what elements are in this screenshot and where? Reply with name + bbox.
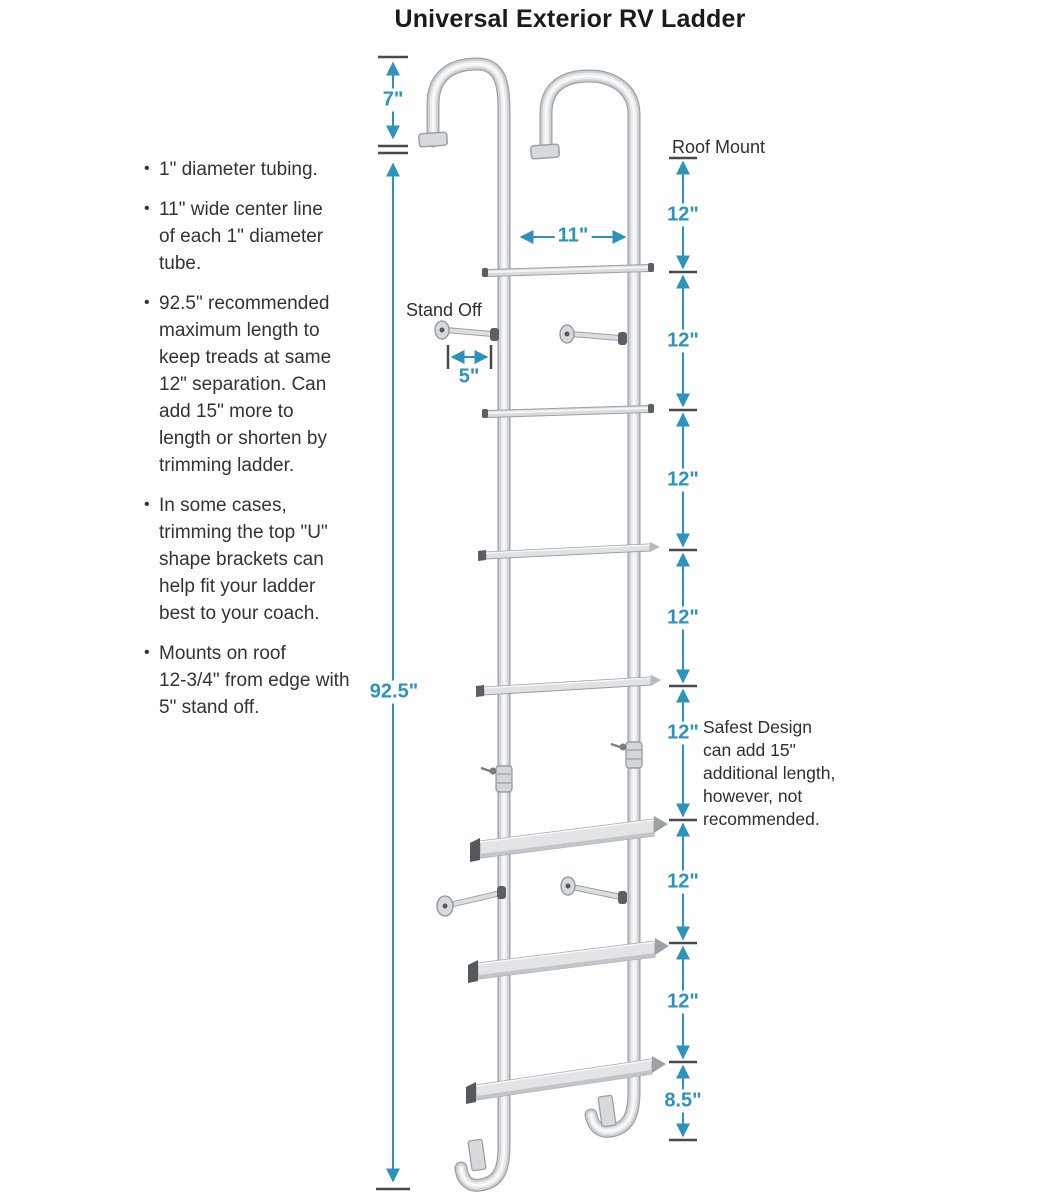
dim-standoff: 5" — [455, 365, 483, 389]
bullet-dot: • — [144, 160, 150, 177]
spec-text-3: 92.5" recommended maximum length to keep… — [159, 293, 332, 476]
hook-mount-pads — [418, 131, 561, 160]
rung-1 — [482, 263, 654, 277]
standoff-upper-mid — [559, 324, 627, 345]
dim-segment-4: 12" — [664, 606, 702, 630]
dim-segment-3: 12" — [664, 468, 702, 492]
left-rail — [426, 57, 511, 1192]
spec-text-1: 1" diameter tubing. — [159, 159, 318, 180]
page-title: Universal Exterior RV Ladder — [394, 5, 746, 33]
dim-rail-width: 11" — [554, 224, 592, 248]
dim-segment-7: 12" — [664, 990, 702, 1014]
spec-bullet-3: • 92.5" recommended maximum length to kee… — [142, 290, 354, 479]
right-rail — [539, 69, 641, 1138]
dimension-ticks — [376, 55, 697, 1191]
spec-bullet-5: • Mounts on roof 12-3/4" from edge with 5… — [142, 640, 354, 721]
stand-off-label: Stand Off — [406, 300, 482, 320]
dim-hook-drop: 7" — [379, 88, 407, 112]
dim-segment-1: 12" — [664, 203, 702, 227]
spec-bullet-2: • 11" wide center line of each 1" diamete… — [142, 196, 354, 277]
bullet-dot: • — [144, 644, 150, 661]
splice-couplers — [480, 741, 643, 793]
standoff-upper-left — [434, 320, 499, 341]
dim-segment-5: 12" — [664, 721, 702, 745]
bullet-dot: • — [144, 294, 150, 311]
tread-7 — [466, 1056, 666, 1104]
tread-6 — [468, 938, 669, 983]
standoff-lower-left — [436, 886, 506, 917]
dim-segment-6: 12" — [664, 870, 702, 894]
dim-segment-2: 12" — [664, 329, 702, 353]
dim-overall-length: 92.5" — [366, 680, 422, 704]
spec-text-2: 11" wide center line of each 1" diameter… — [159, 199, 324, 274]
ladder-art — [418, 57, 669, 1192]
dim-segment-8: 8.5" — [661, 1089, 705, 1113]
roof-mount-label: Roof Mount — [672, 137, 766, 157]
spec-bullet-4: • In some cases, trimming the top "U" sha… — [142, 492, 354, 627]
spec-text-5: Mounts on roof 12-3/4" from edge with 5"… — [159, 643, 350, 718]
rung-4 — [476, 675, 661, 697]
foot-mount-pads — [467, 1094, 617, 1172]
rung-3 — [478, 542, 660, 561]
spec-text-4: In some cases, trimming the top "U" shap… — [159, 495, 328, 624]
dimension-lines — [386, 61, 690, 1183]
safest-design-note: Safest Design can add 15" additional len… — [703, 717, 836, 829]
bullet-dot: • — [144, 200, 150, 217]
standoff-lower-mid — [560, 876, 627, 904]
rung-2 — [482, 404, 654, 418]
spec-bullet-1: • 1" diameter tubing. — [142, 156, 354, 183]
spec-list: • 1" diameter tubing. • 11" wide center li… — [142, 156, 354, 734]
bullet-dot: • — [144, 496, 150, 513]
tread-5 — [470, 816, 668, 862]
